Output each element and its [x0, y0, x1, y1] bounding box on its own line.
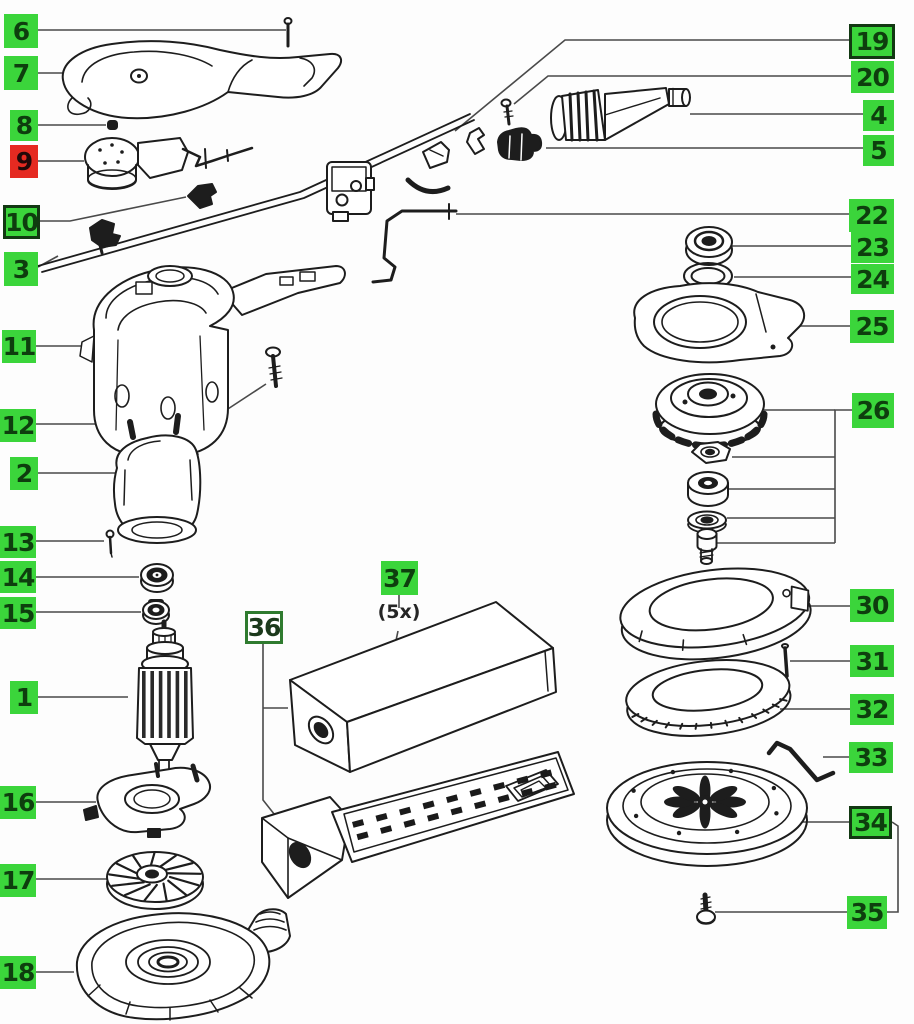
part-2-stator-art — [112, 413, 202, 544]
leader-line-19 — [454, 39, 849, 132]
part-7-top-cover-art — [61, 40, 343, 120]
part-label-25[interactable]: 25 — [850, 310, 894, 343]
part-30-ring-art — [619, 567, 812, 661]
part-25-cover-art — [633, 282, 806, 364]
part-label-13[interactable]: 13 — [0, 526, 36, 558]
part-37-box-art — [289, 601, 557, 773]
leader-line-34 — [887, 821, 899, 913]
part-label-34[interactable]: 34 — [849, 806, 892, 839]
part-label-35[interactable]: 35 — [847, 896, 887, 929]
part-label-7[interactable]: 7 — [4, 56, 38, 90]
part-22-wire-art — [371, 203, 458, 284]
part-14-bearing-art — [140, 563, 174, 593]
part-label-32[interactable]: 32 — [850, 694, 894, 725]
part-label-2[interactable]: 2 — [10, 457, 38, 490]
part-26-stack-art — [652, 373, 768, 565]
leader-line-20 — [513, 75, 851, 105]
part-label-33[interactable]: 33 — [849, 742, 893, 773]
part-label-17[interactable]: 17 — [0, 864, 36, 897]
part-18-housing-art — [75, 908, 291, 1021]
part-label-11[interactable]: 11 — [2, 330, 36, 363]
part-label-10[interactable]: 10 — [3, 205, 40, 239]
quantity-annotation: (5x) — [377, 601, 421, 623]
switch-art — [326, 161, 375, 222]
part-9-module-art — [84, 137, 254, 190]
part-12-screw-art — [265, 346, 283, 388]
part-31-pin-art — [781, 643, 789, 678]
part-15-bearing-art — [142, 599, 170, 625]
part-label-15[interactable]: 15 — [0, 597, 36, 629]
part-label-19[interactable]: 19 — [849, 24, 895, 59]
part-8-nub-art — [107, 120, 118, 130]
part-35-screw-art — [696, 892, 716, 925]
part-17-fan-art — [106, 851, 204, 910]
part-1-armature-art — [136, 619, 194, 780]
part-13-screw-art — [105, 529, 115, 558]
part-label-12[interactable]: 12 — [0, 409, 36, 442]
part-label-23[interactable]: 23 — [851, 232, 894, 263]
part-label-26[interactable]: 26 — [852, 393, 894, 428]
part-3-cable-art — [37, 113, 475, 273]
part-label-6[interactable]: 6 — [4, 14, 38, 48]
part-label-30[interactable]: 30 — [850, 589, 894, 622]
part-4-cone-art — [550, 87, 691, 142]
part-6-screw-art — [283, 17, 293, 48]
part-label-8[interactable]: 8 — [10, 110, 38, 141]
leader-line-10 — [40, 196, 187, 222]
leader-line-26 — [834, 409, 852, 543]
part-34-pad-art — [606, 761, 808, 867]
part-19-clamp-art — [405, 127, 485, 195]
part-5-grommet-art — [497, 127, 543, 161]
part-10-clamp-art — [89, 183, 217, 255]
part-label-31[interactable]: 31 — [850, 645, 894, 677]
part-label-20[interactable]: 20 — [851, 61, 894, 93]
part-label-5[interactable]: 5 — [863, 135, 894, 166]
part-label-14[interactable]: 14 — [0, 561, 36, 593]
part-11-housing-art — [79, 265, 346, 467]
part-label-22[interactable]: 22 — [849, 199, 894, 232]
part-23-bearing-art — [685, 226, 733, 266]
part-16-bridge-art — [83, 762, 211, 838]
part-label-18[interactable]: 18 — [0, 956, 36, 989]
part-label-3[interactable]: 3 — [4, 252, 38, 286]
part-36-filter-art — [261, 751, 575, 899]
part-label-1[interactable]: 1 — [10, 681, 38, 714]
leader-line-36 — [262, 644, 283, 825]
part-32-ring-art — [625, 659, 792, 737]
part-label-24[interactable]: 24 — [851, 264, 894, 294]
part-label-36[interactable]: 36 — [245, 611, 283, 644]
part-label-37[interactable]: 37 — [381, 561, 418, 595]
part-label-16[interactable]: 16 — [0, 786, 36, 819]
part-33-key-art — [766, 740, 836, 783]
part-label-4[interactable]: 4 — [863, 100, 894, 131]
part-20-screw-art — [500, 98, 514, 126]
part-label-9[interactable]: 9 — [10, 145, 38, 178]
